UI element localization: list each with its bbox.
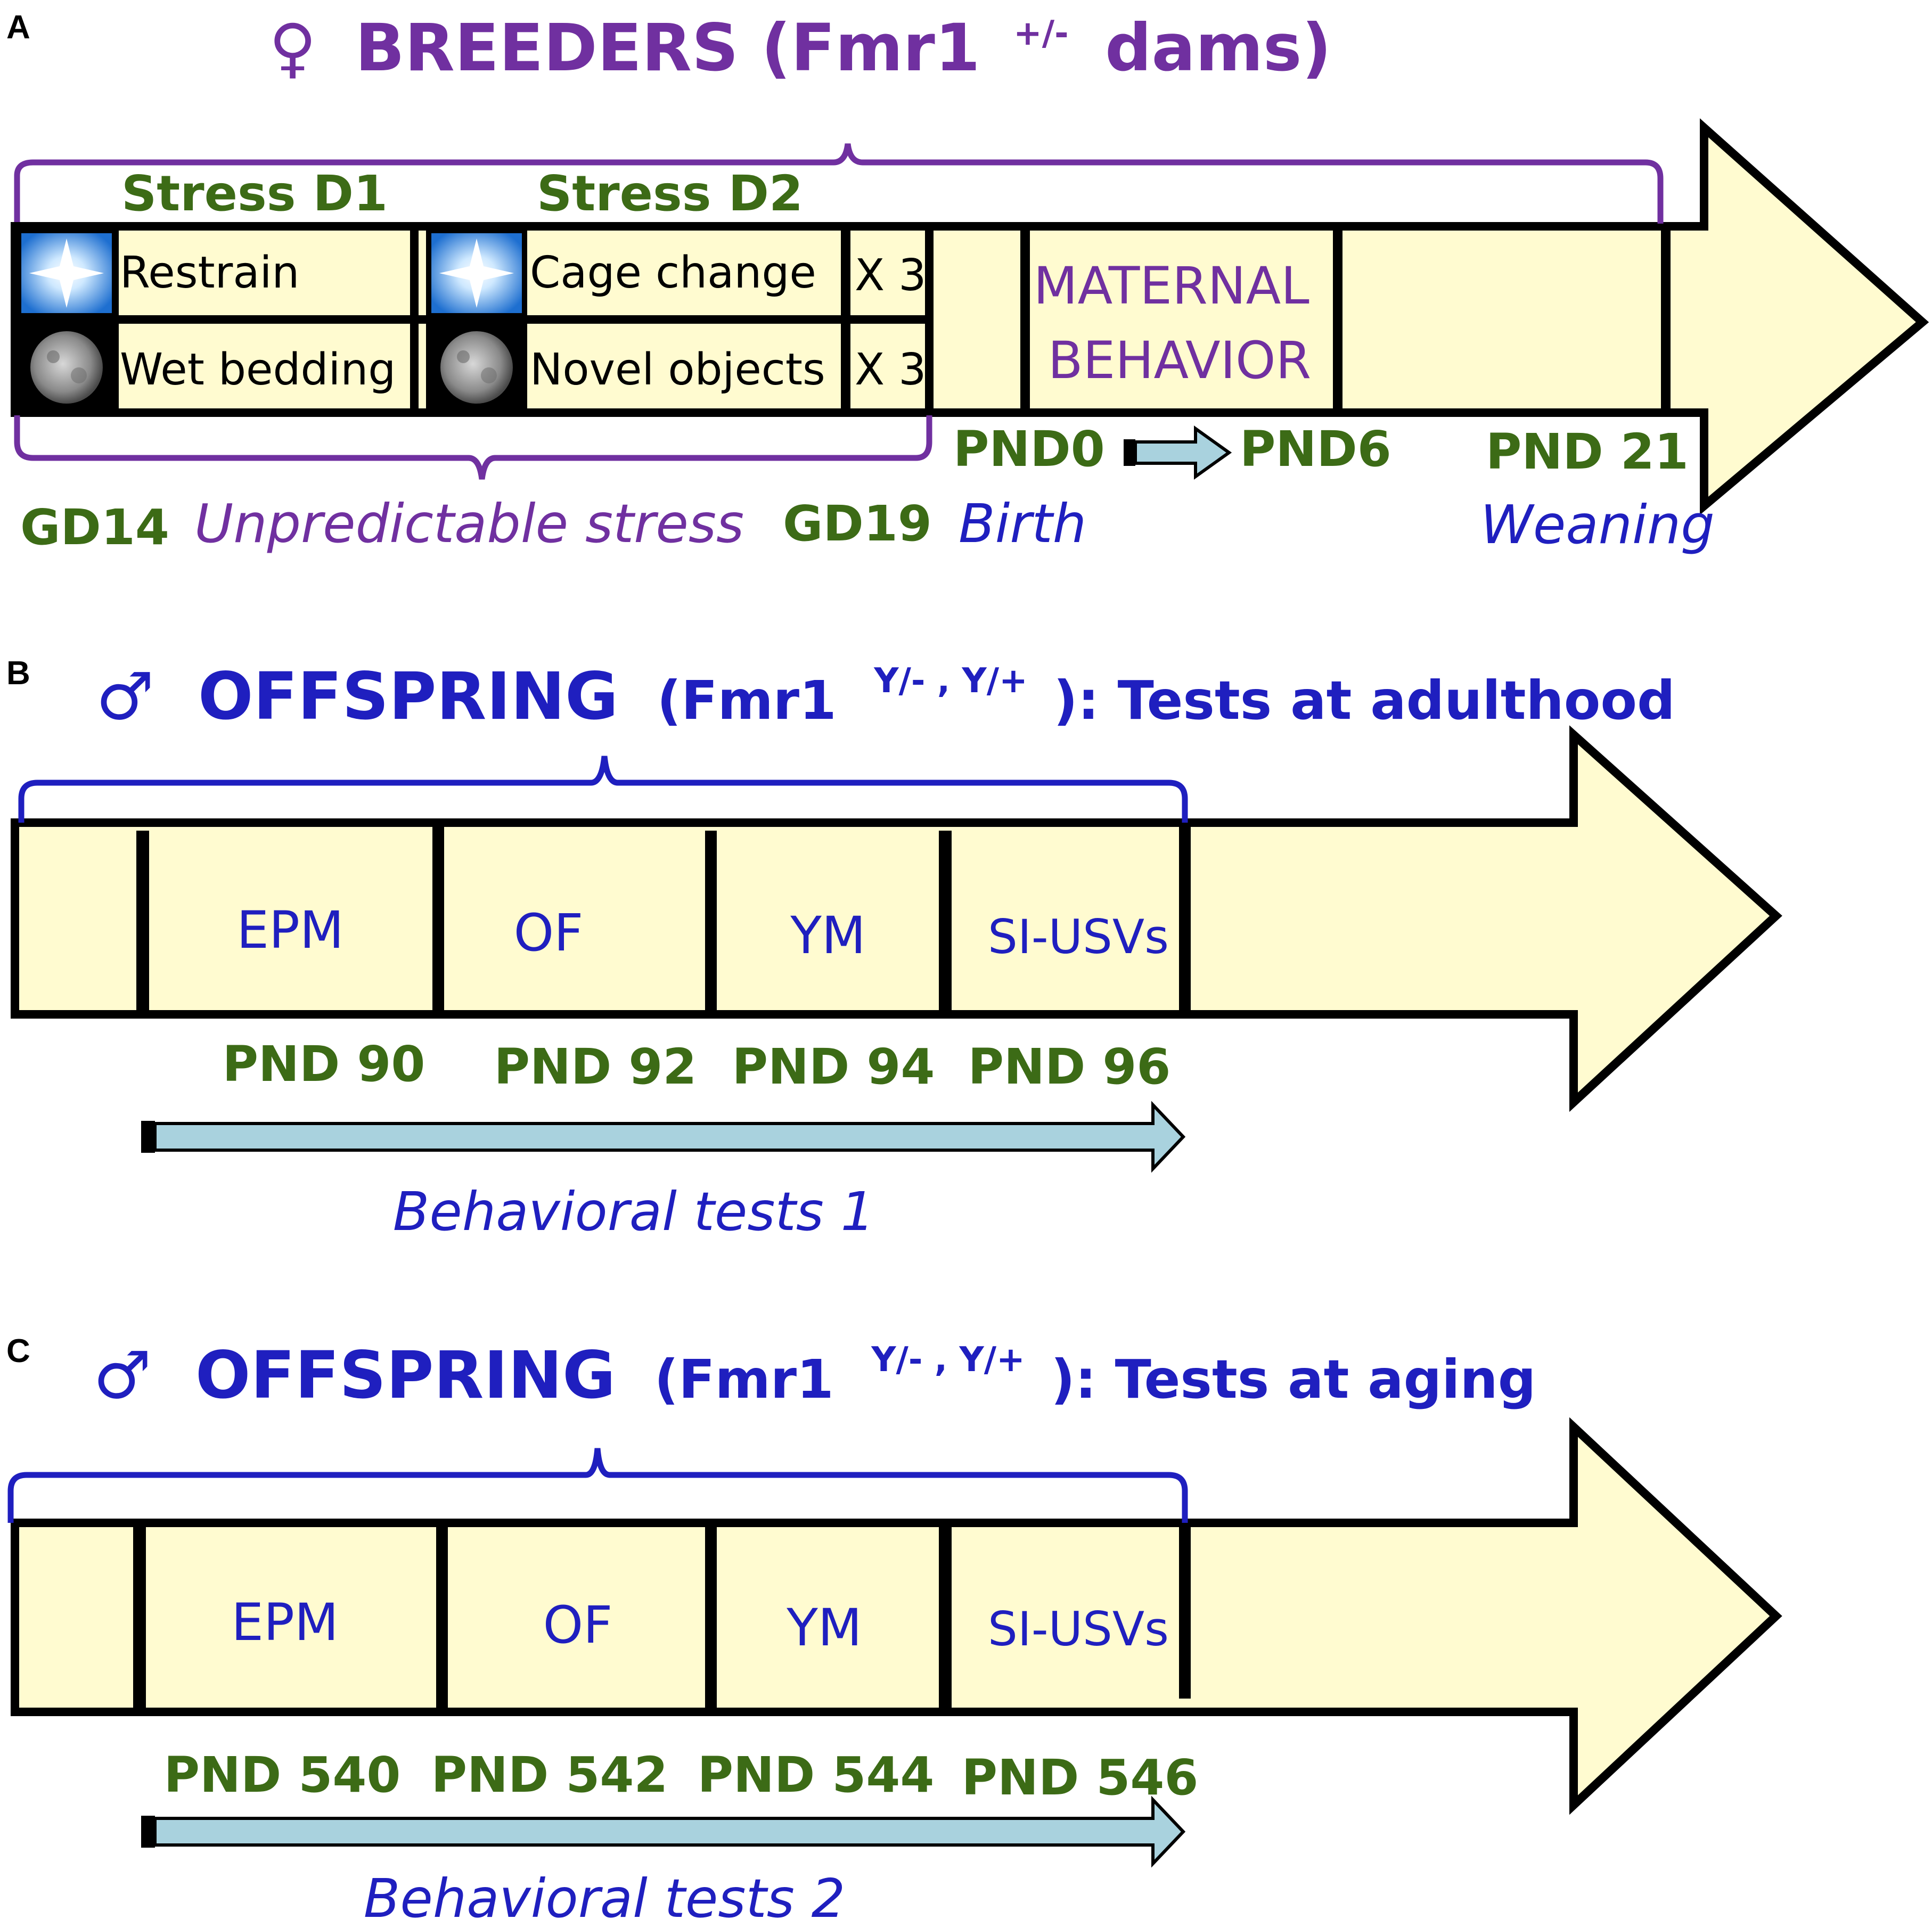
gd19-label: GD19 [783,495,932,552]
pnd6-label: PND6 [1240,421,1391,478]
test-epm-label: EPM [236,900,343,960]
unpredictable-stress-bracket [14,415,932,480]
day-label: PND 542 [431,1746,668,1803]
male-symbol: ♂ [96,659,154,734]
novel-objects-label: Novel objects [530,345,825,395]
behavioral-tests-1-label: Behavioral tests 1 [393,1180,874,1243]
panel-b-title: ♂ OFFSPRING (Fmr1 Y/- , Y/+ ): Tests at … [96,632,1675,734]
panel-a-title-end: dams) [1105,10,1331,86]
aging-test-dividers [133,1523,1191,1716]
moon-icon [440,331,513,404]
panel-b-title-bold: OFFSPRING [198,659,618,734]
adulthood-bracket [18,756,1188,823]
day-label: PND 546 [962,1749,1199,1806]
test-ym-label: YM [790,906,865,965]
panel-a-title: ♀ BREEDERS (Fmr1 +/- dams) [269,0,1331,86]
panel-b-letter: B [6,655,30,692]
panel-c-title-bold: OFFSPRING [195,1338,616,1413]
panel-c-letter: C [6,1333,30,1370]
day-label: PND 94 [732,1038,935,1095]
day-label: PND 92 [494,1038,697,1095]
panel-b-title-sup: Y/- , Y/+ [873,661,1028,701]
test-of-label: OF [543,1595,613,1655]
adulthood-test-dividers [136,823,1191,1018]
male-symbol: ♂ [93,1338,151,1413]
panel-c: C ♂ OFFSPRING (Fmr1 Y/- , Y/+ ): Tests a… [6,1311,1782,1927]
x3-bottom-label: X 3 [855,345,926,395]
panel-c-title-mid: (Fmr1 [654,1348,834,1411]
day-label: PND 544 [698,1746,935,1803]
unpredictable-stress-label: Unpredictable stress [194,493,744,555]
maternal-behavior-label: MATERNAL BEHAVIOR [1034,256,1326,390]
cage-change-label: Cage change [530,248,816,298]
breeders-bracket [14,143,1664,224]
pnd0-to-pnd6-arrow [1124,425,1232,480]
restrain-label: Restrain [120,248,299,298]
wet-bedding-label: Wet bedding [120,345,396,395]
sun-icon [21,233,112,313]
test-epm-label: EPM [231,1593,338,1652]
test-si-usvs-label: SI-USVs [988,909,1169,964]
panel-c-title-end: ): Tests at aging [1051,1348,1536,1411]
x3-top-label: X 3 [855,250,926,301]
moon-icon [30,331,103,404]
panel-b: B ♂ OFFSPRING (Fmr1 Y/- , Y/+ ): Tests a… [6,632,1782,1243]
panel-a-letter: A [6,9,30,46]
panel-b-timeline-arrow [11,725,1782,1112]
stress-d1-label: Stress D1 [121,165,388,222]
panel-a-title-sup: +/- [1013,14,1069,53]
pnd21-label: PND 21 [1486,423,1689,480]
test-si-usvs-label: SI-USVs [988,1602,1169,1657]
panel-b-title-mid: (Fmr1 [657,669,837,732]
behavioral-tests-2-label: Behavioral tests 2 [364,1867,845,1927]
aging-bracket [7,1448,1188,1523]
gd14-label: GD14 [20,499,169,556]
stress-grid [11,222,934,417]
female-symbol: ♀ [269,10,316,86]
birth-label: Birth [959,493,1086,555]
sun-icon [431,233,522,313]
stress-d2-label: Stress D2 [537,165,803,222]
test-of-label: OF [514,903,584,963]
panel-a: A ♀ BREEDERS (Fmr1 +/- dams) Stress D1 S… [6,0,1929,556]
day-label: PND 540 [164,1746,401,1803]
pnd0-label: PND0 [953,421,1105,478]
panel-a-title-main: BREEDERS (Fmr1 [355,10,980,86]
day-label: PND 90 [223,1036,425,1093]
weaning-label: Weaning [1480,494,1715,556]
test-ym-label: YM [786,1598,862,1658]
panel-b-title-end: ): Tests at adulthood [1053,669,1675,732]
behavioral-tests-2-arrow [141,1795,1186,1868]
day-label: PND 96 [968,1038,1171,1095]
panel-c-title: ♂ OFFSPRING (Fmr1 Y/- , Y/+ ): Tests at … [93,1311,1536,1413]
behavioral-tests-1-arrow [141,1101,1186,1173]
panel-c-title-sup: Y/- , Y/+ [871,1340,1025,1380]
panel-c-timeline-arrow [11,1417,1782,1815]
